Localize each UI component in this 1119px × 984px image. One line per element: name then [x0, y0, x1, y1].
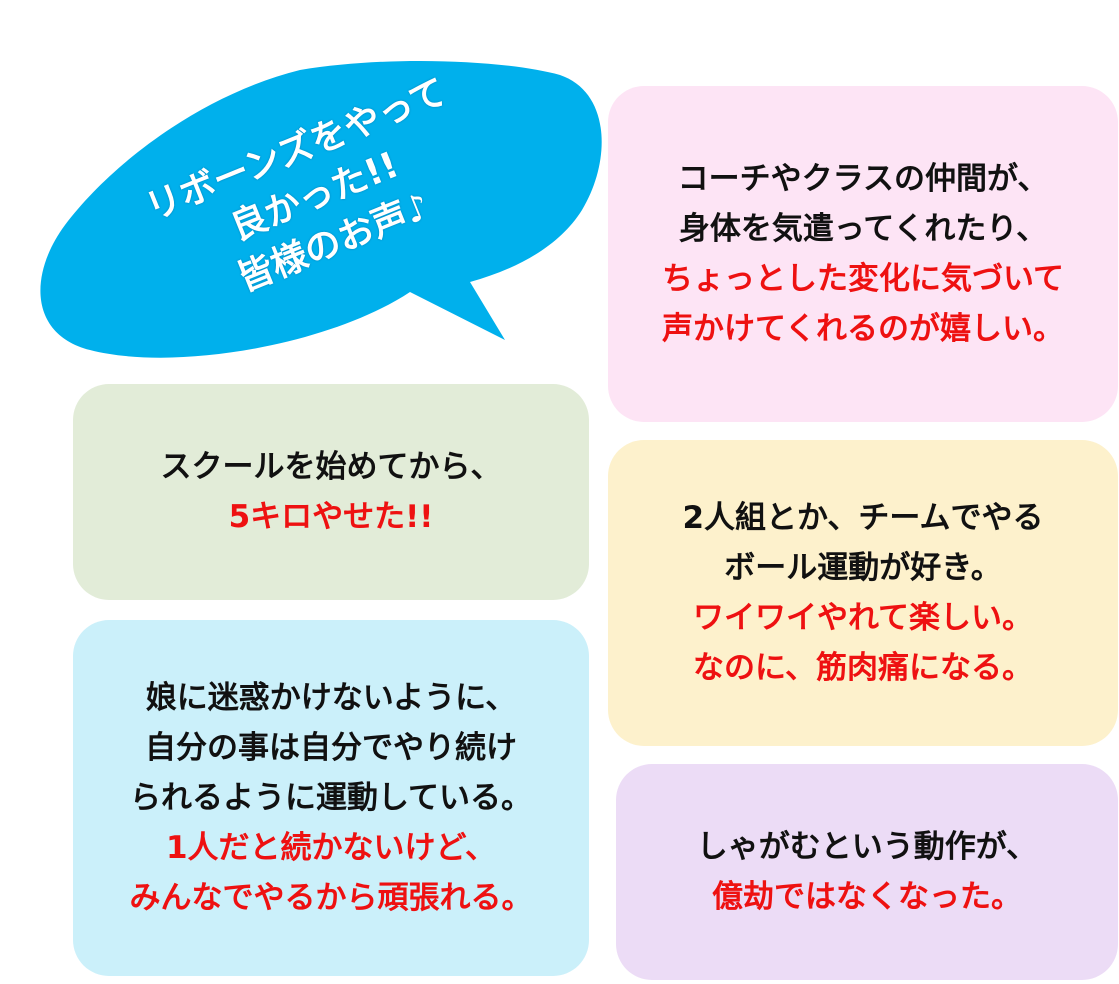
- testimonial-line: 自分の事は自分でやり続け: [145, 730, 517, 766]
- speech-bubble-shape: [40, 60, 602, 358]
- testimonial-card-team-sports: 2人組とか、チームでやる ボール運動が好き。 ワイワイやれて楽しい。 なのに、筋…: [608, 440, 1118, 746]
- testimonial-card-weight-loss: スクールを始めてから、 5キロやせた!!: [73, 384, 589, 600]
- testimonial-line: しゃがむという動作が、: [696, 829, 1038, 865]
- testimonial-line: ボール運動が好き。: [724, 550, 1002, 586]
- testimonial-line: スクールを始めてから、: [160, 449, 502, 485]
- testimonial-line: 身体を気遣ってくれたり、: [678, 211, 1048, 247]
- testimonial-highlight: ワイワイやれて楽しい。: [692, 600, 1034, 636]
- testimonial-highlight: なのに、筋肉痛になる。: [692, 650, 1034, 686]
- testimonial-highlight: 億劫ではなくなった。: [712, 879, 1022, 915]
- testimonial-highlight: 声かけてくれるのが嬉しい。: [661, 311, 1065, 347]
- testimonial-card-squat: しゃがむという動作が、 億劫ではなくなった。: [616, 764, 1118, 980]
- testimonial-line: コーチやクラスの仲間が、: [677, 161, 1049, 197]
- testimonial-highlight: ちょっとした変化に気づいて: [661, 261, 1065, 297]
- testimonial-line: られるように運動している。: [129, 780, 533, 816]
- testimonial-card-classmates: コーチやクラスの仲間が、 身体を気遣ってくれたり、 ちょっとした変化に気づいて …: [608, 86, 1118, 422]
- testimonial-highlight: みんなでやるから頑張れる。: [129, 880, 533, 916]
- testimonial-highlight: 1人だと続かないけど、: [165, 830, 497, 866]
- testimonial-line: 娘に迷惑かけないように、: [145, 680, 517, 716]
- testimonial-line: 2人組とか、チームでやる: [682, 500, 1044, 536]
- testimonial-card-daughter: 娘に迷惑かけないように、 自分の事は自分でやり続け られるように運動している。 …: [73, 620, 589, 976]
- speech-bubble: [40, 60, 602, 358]
- testimonial-highlight: 5キロやせた!!: [228, 499, 434, 535]
